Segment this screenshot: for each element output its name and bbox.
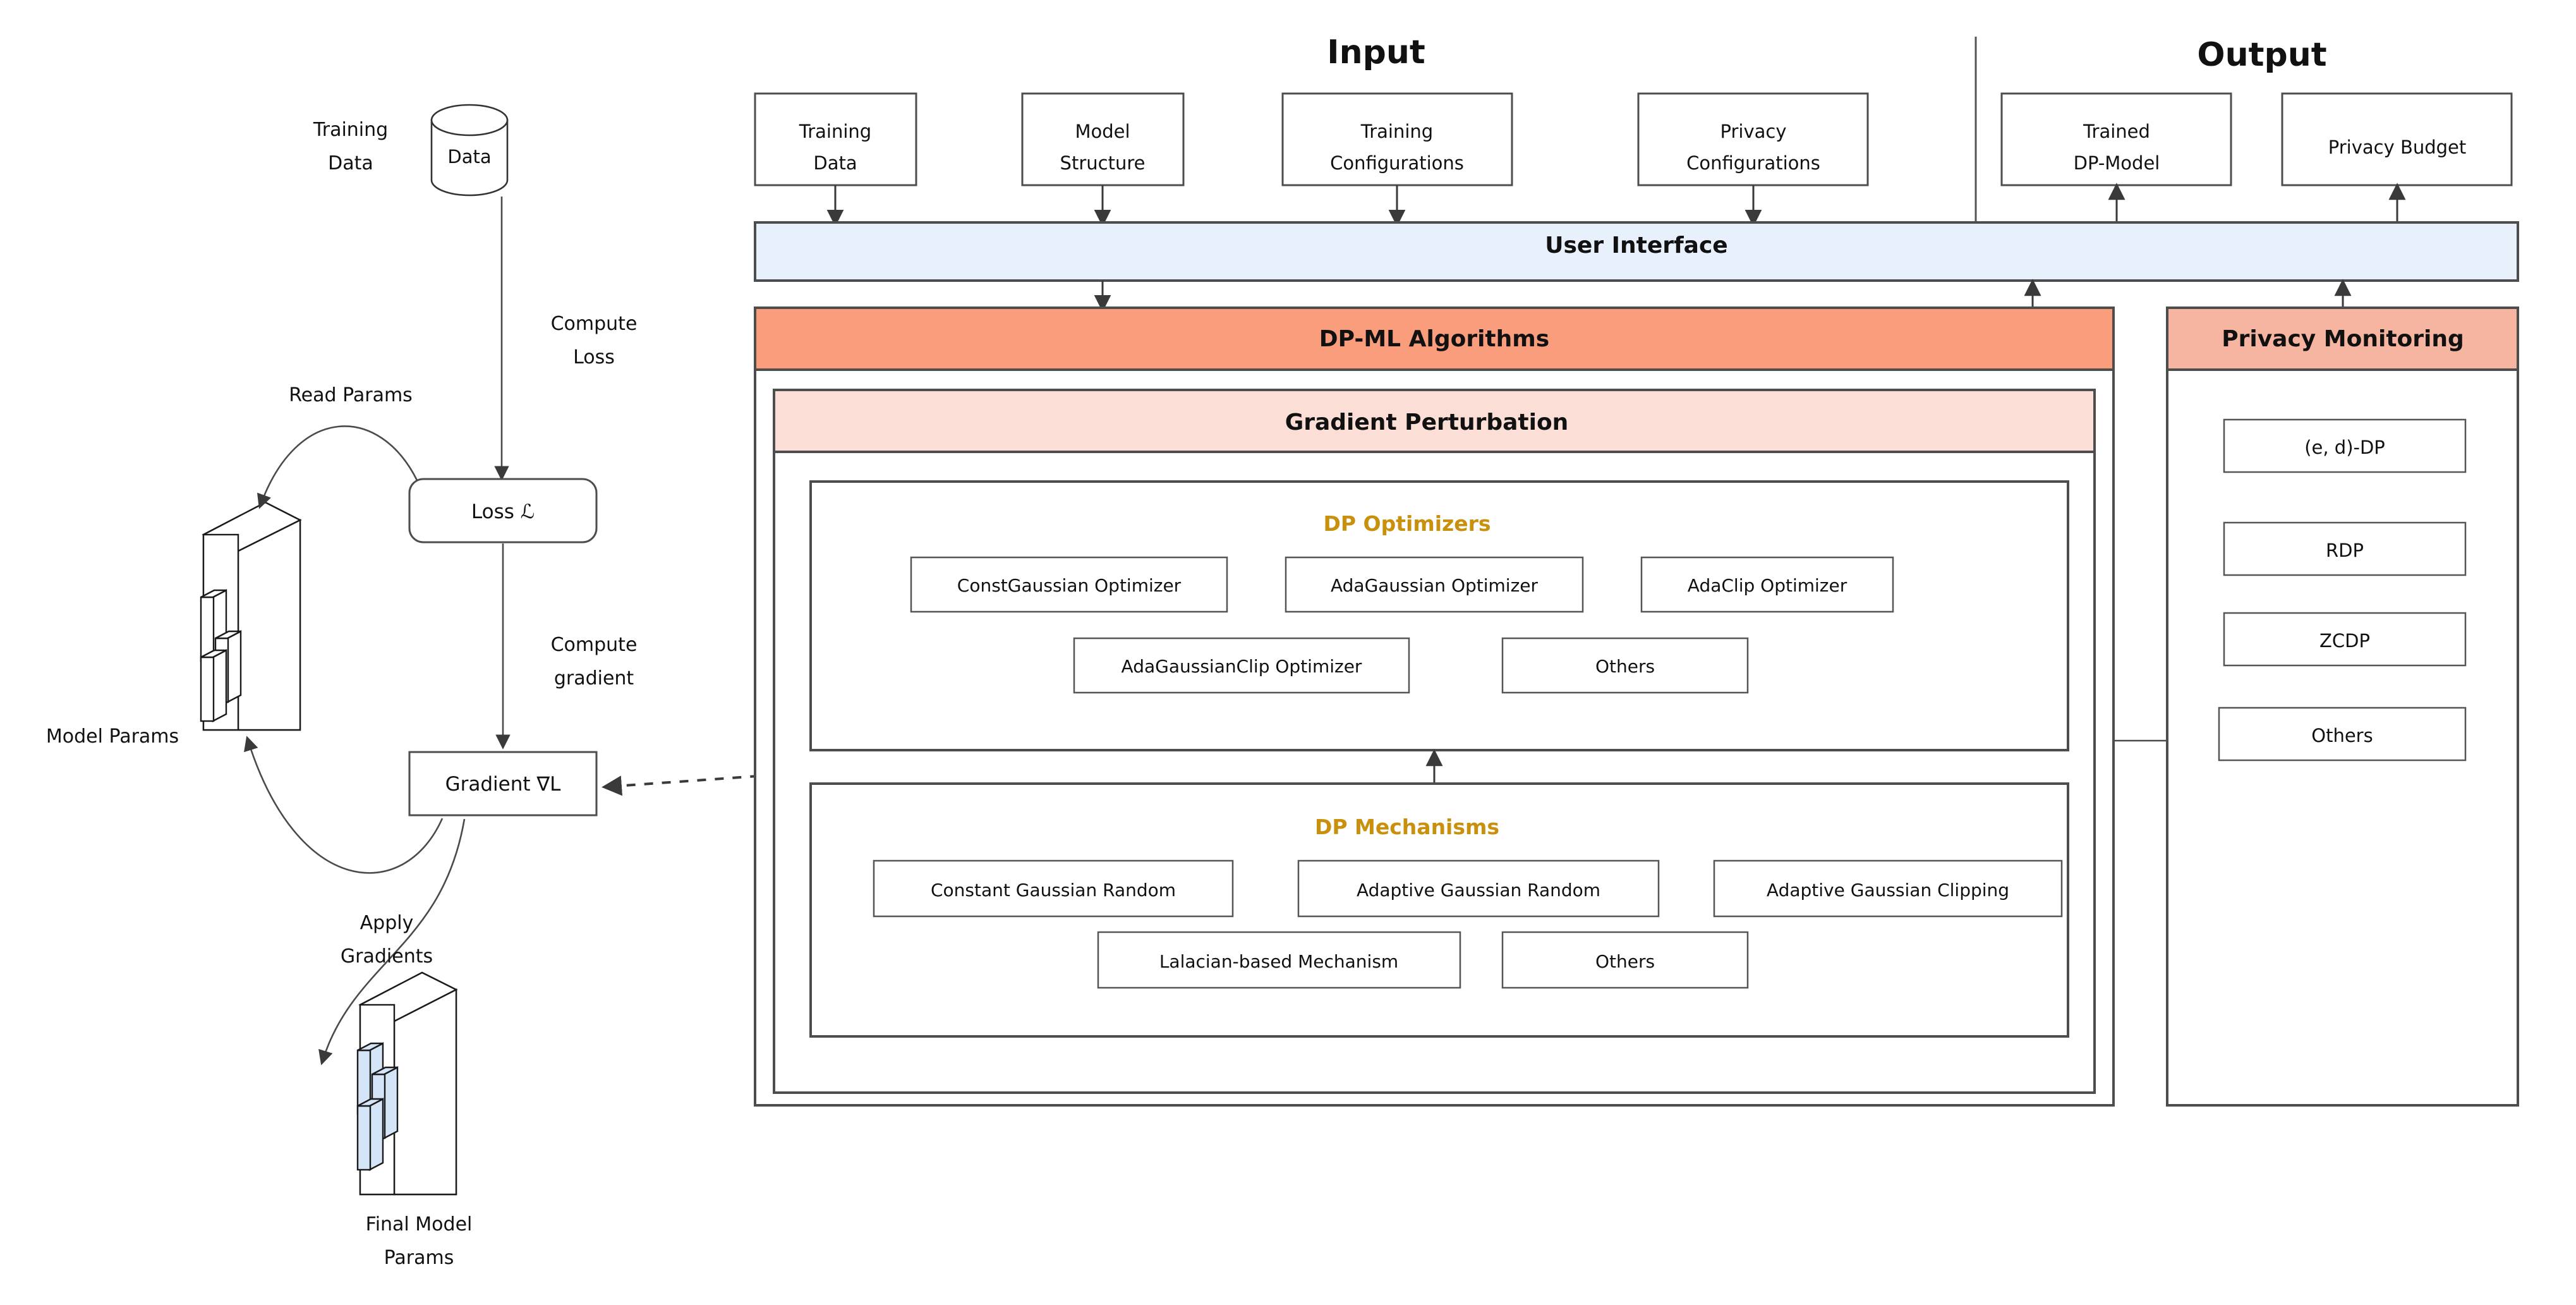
dp-mechanism-item-others[interactable] bbox=[1501, 931, 1749, 989]
input-box-model-structure-line2: Structure bbox=[1060, 152, 1146, 174]
user-interface-title: User Interface bbox=[1545, 233, 1727, 258]
model-params-label: Model Params bbox=[46, 725, 179, 748]
dp-optimizer-item-adaclip-label: AdaClip Optimizer bbox=[1688, 575, 1847, 596]
privacy-monitoring-item-ed-dp-label: (e, d)-DP bbox=[2304, 437, 2385, 458]
privacy-monitoring-item-others-label: Others bbox=[2311, 725, 2373, 746]
privacy-monitoring-item-ed-dp[interactable] bbox=[2223, 418, 2467, 473]
input-box-training-configurations-line2: Configurations bbox=[1330, 152, 1464, 174]
gradient-node bbox=[408, 751, 598, 816]
input-box-training-data-line2: Data bbox=[813, 152, 857, 174]
privacy-monitoring-item-zcdp-label: ZCDP bbox=[2319, 630, 2370, 652]
input-heading: Input bbox=[1327, 33, 1425, 71]
input-box-training-configurations[interactable] bbox=[1281, 92, 1513, 186]
gradient-node-label: Gradient ∇L bbox=[445, 773, 562, 796]
input-box-training-data-line1: Training bbox=[799, 121, 871, 142]
final-model-params-label-line2: Params bbox=[384, 1247, 454, 1269]
model-params-cube bbox=[200, 501, 302, 731]
privacy-monitoring-header bbox=[2166, 307, 2519, 371]
dp-optimizer-item-constgaussian-label: ConstGaussian Optimizer bbox=[957, 575, 1182, 596]
dp-optimizer-item-adagaussianclip[interactable] bbox=[1073, 637, 1410, 694]
datastore-label: Data bbox=[447, 146, 491, 167]
dp-optimizer-item-adagaussian-label: AdaGaussian Optimizer bbox=[1331, 575, 1539, 596]
dp-mechanisms-title: DP Mechanisms bbox=[1315, 815, 1499, 839]
input-box-privacy-configurations-line2: Configurations bbox=[1686, 152, 1820, 174]
output-box-privacy-budget[interactable] bbox=[2281, 92, 2513, 186]
privacy-monitoring-title: Privacy Monitoring bbox=[2222, 326, 2464, 352]
output-box-privacy-budget-label: Privacy Budget bbox=[2328, 137, 2467, 158]
final-model-params-label-line1: Final Model bbox=[366, 1213, 473, 1235]
privacy-monitoring-item-zcdp[interactable] bbox=[2223, 612, 2467, 667]
gradient-perturbation-header bbox=[773, 389, 2096, 453]
privacy-monitoring-item-rdp-label: RDP bbox=[2326, 540, 2364, 561]
dp-optimizer-item-adagaussian[interactable] bbox=[1285, 556, 1584, 613]
dp-mechanism-item-adaptive-gaussian-clipping-label: Adaptive Gaussian Clipping bbox=[1767, 880, 2009, 901]
dp-optimizers-title: DP Optimizers bbox=[1323, 511, 1491, 536]
input-box-privacy-configurations[interactable] bbox=[1637, 92, 1869, 186]
dp-mechanism-item-adaptive-gaussian-random-label: Adaptive Gaussian Random bbox=[1357, 880, 1600, 901]
input-box-training-data[interactable] bbox=[754, 92, 917, 186]
loss-node-label: Loss ℒ bbox=[471, 501, 535, 523]
output-box-trained-dp-model-line1: Trained bbox=[2083, 121, 2150, 142]
dp-ml-algorithms-header bbox=[754, 307, 2115, 371]
input-box-privacy-configurations-line1: Privacy bbox=[1720, 121, 1787, 142]
dp-optimizer-item-adagaussianclip-label: AdaGaussianClip Optimizer bbox=[1122, 656, 1362, 677]
final-model-params-cube bbox=[356, 971, 458, 1196]
edge-apply-gradients bbox=[318, 818, 466, 1065]
dp-mechanism-item-adaptive-gaussian-random[interactable] bbox=[1297, 859, 1660, 918]
gradient-perturbation-title: Gradient Perturbation bbox=[1285, 410, 1569, 435]
input-box-model-structure-line1: Model bbox=[1075, 121, 1130, 142]
compute-loss-label-line2: Loss bbox=[573, 346, 615, 368]
dp-mechanism-item-others-label: Others bbox=[1595, 951, 1655, 972]
output-heading: Output bbox=[2197, 36, 2326, 74]
read-params-label: Read Params bbox=[289, 384, 413, 406]
input-box-model-structure[interactable] bbox=[1021, 92, 1185, 186]
dp-optimizer-item-constgaussian[interactable] bbox=[910, 556, 1228, 613]
apply-gradients-label-line1: Apply bbox=[360, 912, 414, 934]
data-cylinder bbox=[430, 104, 509, 197]
compute-gradient-label-line1: Compute bbox=[551, 634, 638, 656]
dp-ml-algorithms-title: DP-ML Algorithms bbox=[1319, 326, 1549, 352]
user-interface-panel[interactable] bbox=[754, 221, 2519, 282]
dp-mechanism-item-constant-gaussian-random[interactable] bbox=[873, 859, 1234, 918]
compute-loss-label-line1: Compute bbox=[551, 313, 638, 335]
privacy-monitoring-item-rdp[interactable] bbox=[2223, 521, 2467, 576]
dp-mechanism-item-constant-gaussian-random-label: Constant Gaussian Random bbox=[931, 880, 1176, 901]
compute-gradient-label-line2: gradient bbox=[554, 667, 634, 689]
edge-gradient-to-model-params bbox=[244, 736, 444, 874]
dp-optimizers-panel bbox=[809, 480, 2069, 751]
training-data-loop-label-line1: Training bbox=[313, 119, 388, 141]
dp-optimizer-item-adaclip[interactable] bbox=[1640, 556, 1894, 613]
output-box-trained-dp-model-line2: DP-Model bbox=[2074, 152, 2160, 174]
loss-node bbox=[408, 478, 598, 543]
dp-mechanism-item-lalacian-based[interactable] bbox=[1097, 931, 1461, 989]
apply-gradients-label-line2: Gradients bbox=[341, 945, 433, 968]
dp-mechanism-item-lalacian-based-label: Lalacian-based Mechanism bbox=[1159, 951, 1398, 972]
edge-read-params bbox=[257, 425, 418, 509]
dp-optimizer-item-others[interactable] bbox=[1501, 637, 1749, 694]
output-box-trained-dp-model[interactable] bbox=[2000, 92, 2232, 186]
input-box-training-configurations-line1: Training bbox=[1360, 121, 1433, 142]
training-data-loop-label-line2: Data bbox=[328, 152, 373, 174]
dp-optimizer-item-others-label: Others bbox=[1595, 656, 1655, 677]
dp-mechanism-item-adaptive-gaussian-clipping[interactable] bbox=[1713, 859, 2063, 918]
privacy-monitoring-item-others[interactable] bbox=[2218, 707, 2467, 762]
